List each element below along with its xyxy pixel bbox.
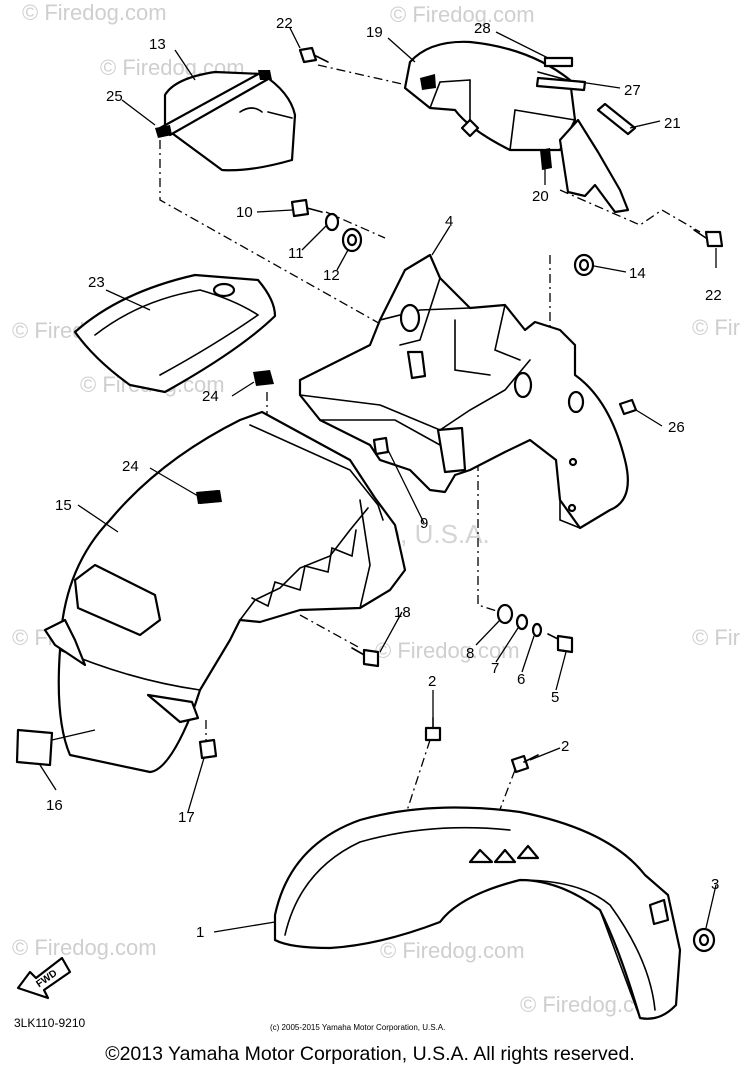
diagram-code: 3LK110-9210 [14,1016,86,1030]
watermark-center-2: © Firedog.com [375,638,520,663]
callout-labels: 1 2 2 3 4 5 6 7 8 9 10 11 12 13 14 15 16… [46,15,722,941]
callout-25: 25 [106,88,123,105]
small-copyright: (c) 2005-2015 Yamaha Motor Corporation, … [270,1023,445,1032]
callout-20: 20 [532,188,549,205]
callout-12: 12 [323,267,340,284]
part-7-washer[interactable] [515,613,529,631]
part-6-washer[interactable] [531,622,543,638]
watermark-right: © Firedog.com [692,315,740,340]
callout-21: 21 [664,115,681,132]
callout-23: 23 [88,274,105,291]
watermark-top-left: © Firedog.com [22,0,167,25]
callout-7: 7 [491,660,499,677]
part-14-grommet[interactable] [573,253,595,277]
footer-copyright: ©2013 Yamaha Motor Corporation, U.S.A. A… [105,1043,635,1065]
callout-8: 8 [466,645,474,662]
callout-28: 28 [474,20,491,37]
callout-3: 3 [711,876,719,893]
callout-1: 1 [196,924,204,941]
callout-26: 26 [668,419,685,436]
part-9-nut[interactable] [372,436,390,456]
callout-27: 27 [624,82,641,99]
callout-4: 4 [445,213,453,230]
part-16-reflector[interactable] [15,728,54,767]
callout-2-right: 2 [561,738,569,755]
callout-11: 11 [288,245,304,262]
part-13-cover[interactable] [155,70,297,172]
callout-16: 16 [46,797,63,814]
part-18-bolt[interactable] [351,647,380,668]
watermark-right-2: © Firedog.com [692,625,740,650]
part-2-bolt-left[interactable] [424,717,442,742]
part-22-bolt-top[interactable] [298,46,329,64]
callout-2-left: 2 [428,673,436,690]
part-10-bolt[interactable] [290,198,323,218]
callout-6: 6 [517,671,525,688]
callout-24-upper: 24 [202,388,219,405]
part-24-clip-upper[interactable] [253,370,274,386]
part-5-bolt[interactable] [547,633,574,654]
callout-17: 17 [178,809,195,826]
part-22-bolt-right[interactable] [693,229,724,248]
part-3-nut[interactable] [692,927,716,953]
callout-14: 14 [629,265,646,282]
hardware [198,46,724,953]
callout-22-top: 22 [276,15,293,32]
part-1-front-fender[interactable] [273,806,682,1020]
part-4-bracket[interactable] [298,253,629,530]
callout-10: 10 [236,204,253,221]
part-26-nut[interactable] [618,398,638,416]
part-24-clip-lower[interactable] [196,490,220,504]
part-2-bolt-right[interactable] [510,754,539,774]
callout-18: 18 [394,604,411,621]
part-12-grommet[interactable] [341,227,363,253]
callout-19: 19 [366,24,383,41]
fwd-arrow: FWD [16,956,72,1000]
part-17-nut[interactable] [198,738,218,760]
callout-24-lower: 24 [122,458,139,475]
callout-13: 13 [149,36,166,53]
part-23-plate[interactable] [73,273,277,394]
callout-15: 15 [55,497,72,514]
callout-22-right: 22 [705,287,722,304]
callout-9: 9 [420,515,428,532]
part-11-washer[interactable] [324,212,340,232]
part-8-grommet[interactable] [496,603,514,625]
part-15-rear-fender[interactable] [43,410,407,774]
callout-5: 5 [551,689,559,706]
watermark-bottom-mid: © Firedog.com [380,938,525,963]
watermark-bottom-left: © Firedog.com [12,935,157,960]
leader-lines [39,27,717,933]
part-21-rod[interactable] [535,56,637,214]
watermark-top-mid: © Firedog.com [390,2,535,27]
